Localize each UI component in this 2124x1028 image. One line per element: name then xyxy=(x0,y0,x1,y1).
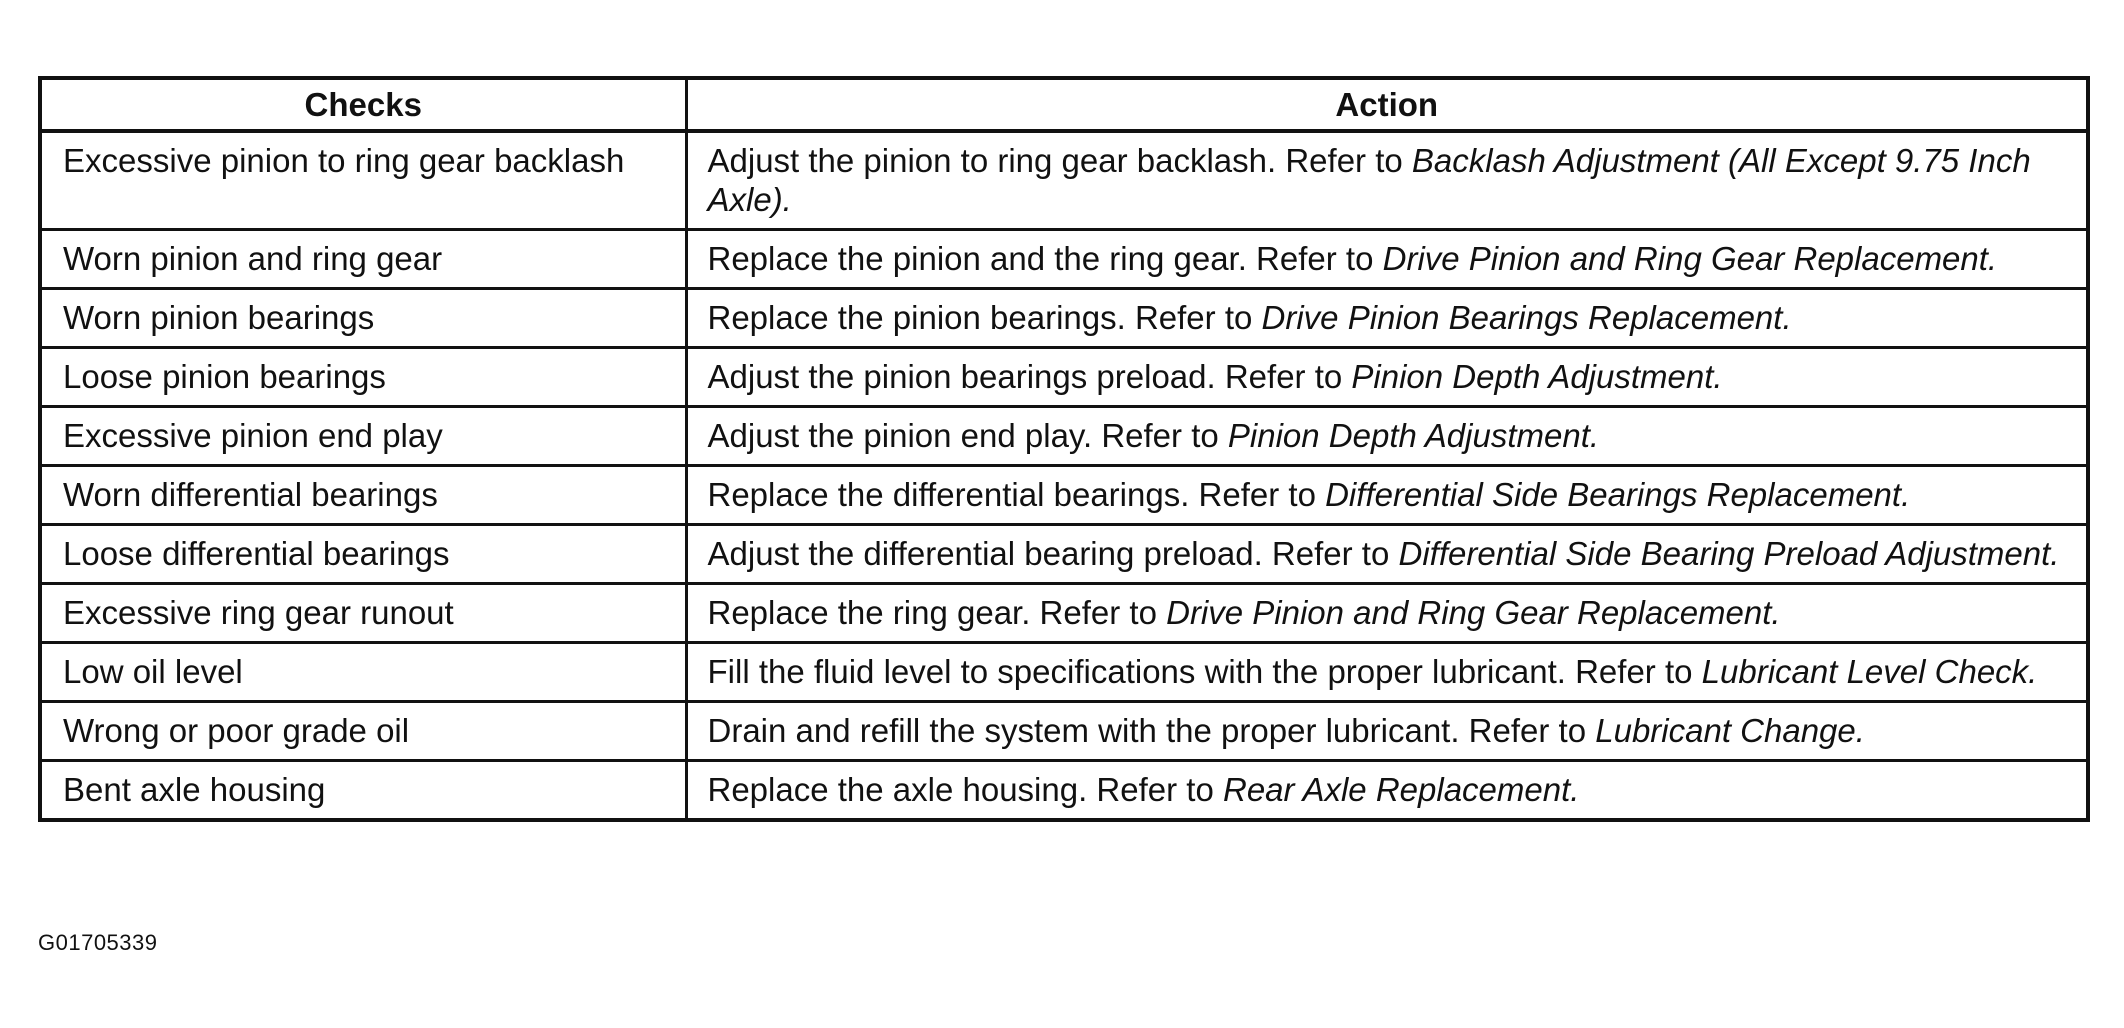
action-cell: Drain and refill the system with the pro… xyxy=(684,700,2090,762)
action-text: Replace the ring gear. Refer to xyxy=(707,594,1167,631)
action-text: Fill the fluid level to specifications w… xyxy=(707,653,1702,690)
reference-link: Drive Pinion Bearings Replacement. xyxy=(1261,299,1792,336)
action-text: Adjust the pinion end play. Refer to xyxy=(707,417,1228,454)
reference-link: Differential Side Bearing Preload Adjust… xyxy=(1398,535,2060,572)
figure-id: G01705339 xyxy=(38,930,158,955)
check-cell: Worn pinion and ring gear xyxy=(38,228,688,290)
action-text: Replace the differential bearings. Refer… xyxy=(707,476,1326,513)
reference-link: Lubricant Level Check. xyxy=(1701,653,2038,690)
action-text: Adjust the differential bearing preload.… xyxy=(707,535,1399,572)
action-cell: Adjust the pinion to ring gear backlash.… xyxy=(684,129,2090,231)
checks-column-header: Checks xyxy=(38,76,688,133)
table-row: Worn pinion bearings Replace the pinion … xyxy=(38,287,2090,349)
reference-link: Rear Axle Replacement. xyxy=(1222,771,1580,808)
action-cell: Fill the fluid level to specifications w… xyxy=(684,641,2090,703)
check-cell: Low oil level xyxy=(38,641,688,703)
check-cell: Excessive pinion end play xyxy=(38,405,688,467)
check-cell: Worn pinion bearings xyxy=(38,287,688,349)
action-cell: Replace the pinion and the ring gear. Re… xyxy=(684,228,2090,290)
check-cell: Loose pinion bearings xyxy=(38,346,688,408)
table-row: Worn pinion and ring gear Replace the pi… xyxy=(38,228,2090,290)
table-row: Excessive pinion to ring gear backlash A… xyxy=(38,129,2090,231)
reference-link: Backlash Adjustment (All Except 9.75 Inc… xyxy=(707,142,2031,218)
action-cell: Adjust the differential bearing preload.… xyxy=(684,523,2090,585)
check-cell: Wrong or poor grade oil xyxy=(38,700,688,762)
action-cell: Replace the ring gear. Refer to Drive Pi… xyxy=(684,582,2090,644)
table-row: Excessive pinion end play Adjust the pin… xyxy=(38,405,2090,467)
action-text: Replace the pinion and the ring gear. Re… xyxy=(707,240,1383,277)
table-row: Loose differential bearings Adjust the d… xyxy=(38,523,2090,585)
table-row: Bent axle housing Replace the axle housi… xyxy=(38,759,2090,822)
reference-link: Pinion Depth Adjustment. xyxy=(1227,417,1600,454)
reference-link: Pinion Depth Adjustment. xyxy=(1351,358,1723,395)
check-cell: Bent axle housing xyxy=(38,759,688,822)
reference-link: Lubricant Change. xyxy=(1595,712,1865,749)
reference-link: Drive Pinion and Ring Gear Replacement. xyxy=(1382,240,1998,277)
header-row: Checks Action xyxy=(38,76,2090,133)
reference-link: Differential Side Bearings Replacement. xyxy=(1325,476,1911,513)
check-cell: Excessive pinion to ring gear backlash xyxy=(38,129,688,231)
reference-link: Drive Pinion and Ring Gear Replacement. xyxy=(1166,594,1781,631)
action-text: Adjust the pinion bearings preload. Refe… xyxy=(707,358,1352,395)
action-cell: Adjust the pinion bearings preload. Refe… xyxy=(684,346,2090,408)
check-cell: Loose differential bearings xyxy=(38,523,688,585)
check-cell: Excessive ring gear runout xyxy=(38,582,688,644)
action-cell: Replace the differential bearings. Refer… xyxy=(684,464,2090,526)
action-text: Replace the pinion bearings. Refer to xyxy=(707,299,1262,336)
action-cell: Adjust the pinion end play. Refer to Pin… xyxy=(684,405,2090,467)
action-column-header: Action xyxy=(684,76,2090,133)
action-cell: Replace the axle housing. Refer to Rear … xyxy=(684,759,2090,822)
table-row: Excessive ring gear runout Replace the r… xyxy=(38,582,2090,644)
table-row: Low oil level Fill the fluid level to sp… xyxy=(38,641,2090,703)
table-row: Worn differential bearings Replace the d… xyxy=(38,464,2090,526)
diagnostic-table: Checks Action Excessive pinion to ring g… xyxy=(38,76,2090,822)
action-text: Adjust the pinion to ring gear backlash.… xyxy=(707,142,1412,179)
action-text: Drain and refill the system with the pro… xyxy=(707,712,1596,749)
action-cell: Replace the pinion bearings. Refer to Dr… xyxy=(684,287,2090,349)
action-text: Replace the axle housing. Refer to xyxy=(707,771,1223,808)
check-cell: Worn differential bearings xyxy=(38,464,688,526)
table-row: Loose pinion bearings Adjust the pinion … xyxy=(38,346,2090,408)
table-row: Wrong or poor grade oil Drain and refill… xyxy=(38,700,2090,762)
